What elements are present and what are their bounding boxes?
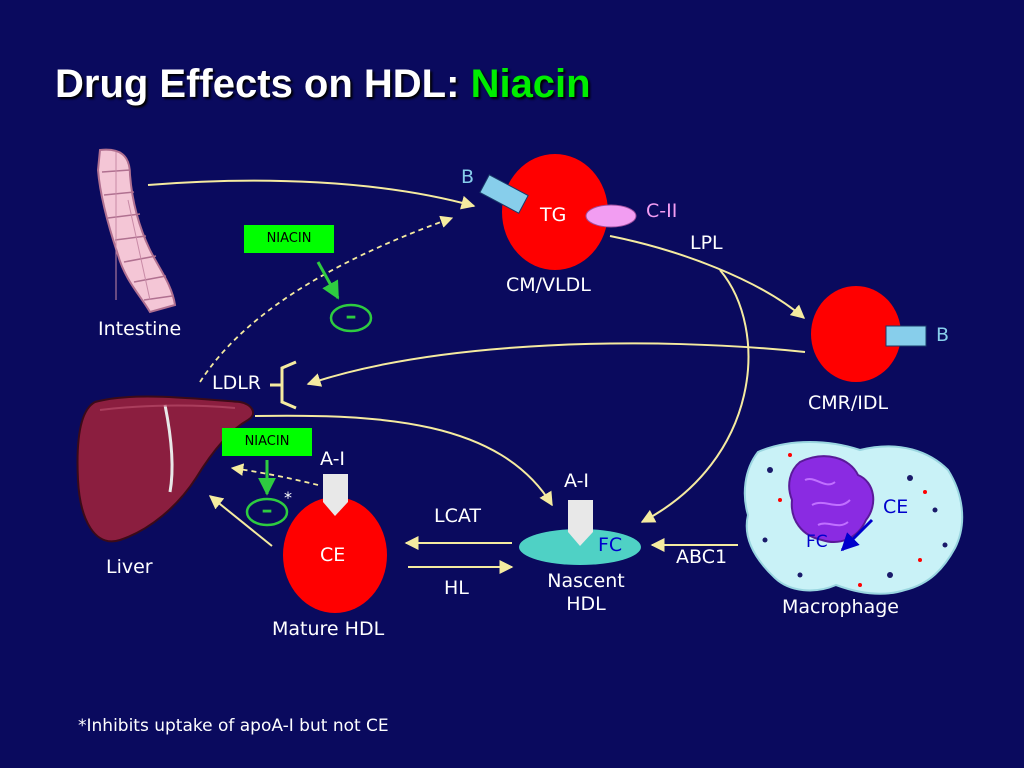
arrow-cm-vldl-to-cmr-idl (609, 235, 806, 319)
niacin-arrow-top (316, 261, 340, 300)
arrow-lpl-to-nascent-hdl (640, 269, 750, 523)
cm-vldl-particle (502, 154, 608, 270)
apob-block-right (885, 325, 927, 347)
apocii-ellipse (585, 204, 637, 228)
fc-label-macrophage: FC (806, 532, 828, 552)
minus-sign-top: – (345, 304, 357, 329)
ce-label-macrophage: CE (883, 496, 909, 518)
apoai-tab-nascent (568, 500, 593, 546)
arrow-mature-hdl-to-liver (208, 495, 273, 547)
minus-sign-bottom: – (261, 498, 273, 523)
nascent-hdl-disc (519, 529, 641, 565)
intestine-label: Intestine (98, 318, 182, 340)
liver-label: Liver (106, 556, 153, 578)
arrow-apoai-uptake-dashed (230, 463, 319, 486)
arrow-ce-to-fc-macrophage (840, 518, 874, 552)
mature-hdl-label: Mature HDL (272, 618, 385, 640)
cmr-idl-label: CMR/IDL (808, 392, 889, 414)
intestine-illustration (96, 148, 177, 314)
niacin-box-top: NIACIN (244, 225, 334, 253)
asterisk-mark: * (284, 488, 292, 507)
lpl-label: LPL (690, 232, 723, 254)
liver-illustration (76, 395, 255, 543)
arrow-liver-to-nascent-hdl (254, 414, 553, 507)
hl-label: HL (444, 577, 469, 599)
arrow-cmr-idl-to-ldlr (306, 342, 806, 387)
apob-label-top: B (461, 166, 475, 188)
ldlr-bracket (270, 360, 297, 410)
footnote: *Inhibits uptake of apoA-I but not CE (78, 716, 389, 736)
arrow-liver-to-vldl-dashed (199, 215, 454, 383)
cm-vldl-label: CM/VLDL (506, 274, 591, 296)
ldlr-label: LDLR (212, 372, 262, 394)
slide-title-accent: Niacin (470, 62, 591, 106)
ce-label-mature: CE (320, 544, 346, 566)
fc-label-nascent: FC (598, 534, 623, 556)
slide-title-main: Drug Effects on HDL: (55, 62, 460, 106)
lcat-label: LCAT (434, 505, 481, 527)
tg-label: TG (540, 204, 567, 226)
apocii-label: C-II (646, 200, 678, 222)
macrophage-illustration (743, 441, 964, 595)
macrophage-label: Macrophage (782, 596, 899, 618)
nascent-hdl-label: Nascent HDL (547, 570, 625, 615)
apoai-label-nascent: A-I (564, 470, 590, 492)
apob-label-right: B (936, 324, 950, 346)
cmr-idl-particle (811, 286, 901, 382)
inhibit-circle-top (329, 303, 373, 333)
inhibit-circle-bottom (245, 497, 289, 527)
arrow-intestine-to-cm-vldl (147, 179, 476, 210)
apob-block-top (479, 174, 529, 214)
slide-title: Drug Effects on HDL: Niacin (55, 62, 591, 107)
mature-hdl-particle (283, 497, 387, 613)
abc1-label: ABC1 (676, 546, 728, 568)
apoai-label-mature: A-I (320, 448, 346, 470)
niacin-box-bottom: NIACIN (222, 428, 312, 456)
apoai-tab-mature (323, 474, 348, 516)
